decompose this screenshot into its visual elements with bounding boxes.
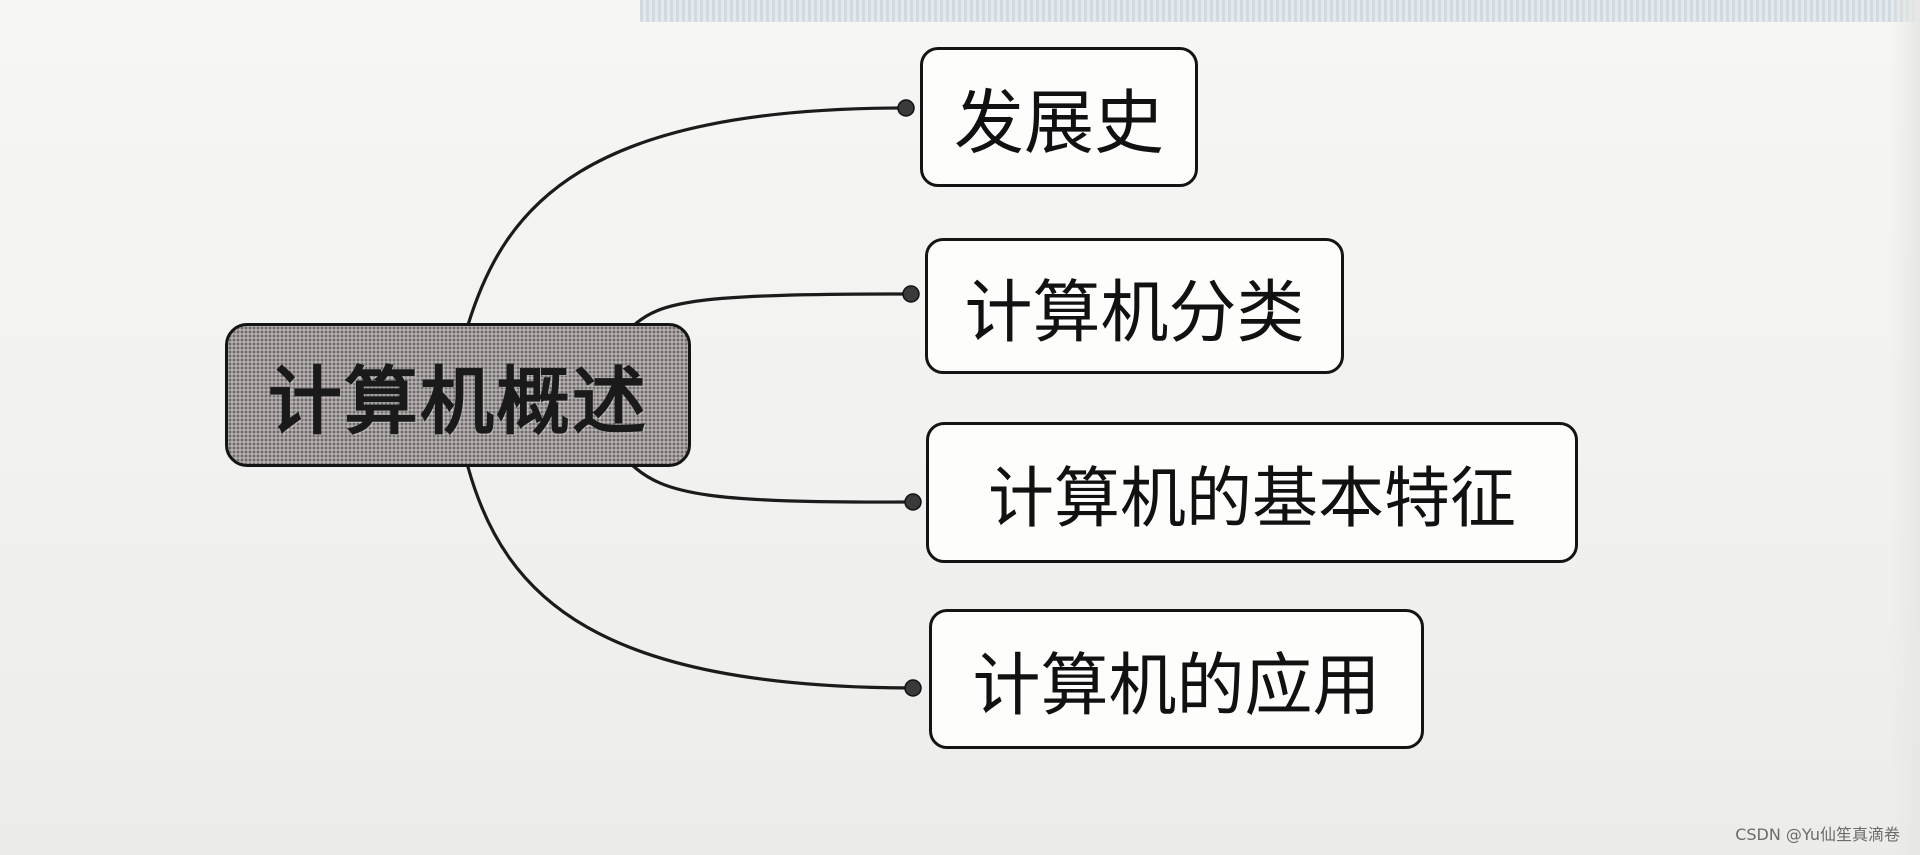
connector-knot-classification [902, 285, 920, 303]
branch-node-applications: 计算机的应用 [929, 609, 1424, 749]
central-topic: 计算机概述 [225, 323, 691, 467]
central-topic-label: 计算机概述 [268, 358, 648, 445]
page-edge-shadow [1890, 0, 1920, 855]
connector-knot-characteristics [904, 493, 922, 511]
branch-label: 计算机的应用 [972, 646, 1381, 726]
source-watermark: CSDN @Yu仙笙真滴卷 [1735, 825, 1900, 844]
connector-knot-applications [904, 679, 922, 697]
branch-node-classification: 计算机分类 [925, 238, 1344, 374]
connector-applications [466, 465, 914, 690]
connector-knot-history [897, 99, 915, 117]
connector-classification [630, 292, 912, 329]
branch-node-characteristics: 计算机的基本特征 [926, 422, 1578, 563]
branch-label: 计算机的基本特征 [988, 459, 1516, 537]
connector-characteristics [630, 463, 914, 504]
print-edge-strip [640, 0, 1920, 22]
branch-label: 发展史 [954, 81, 1164, 164]
branch-node-history: 发展史 [920, 47, 1198, 187]
connector-history [466, 106, 907, 327]
branch-label: 计算机分类 [964, 273, 1305, 353]
